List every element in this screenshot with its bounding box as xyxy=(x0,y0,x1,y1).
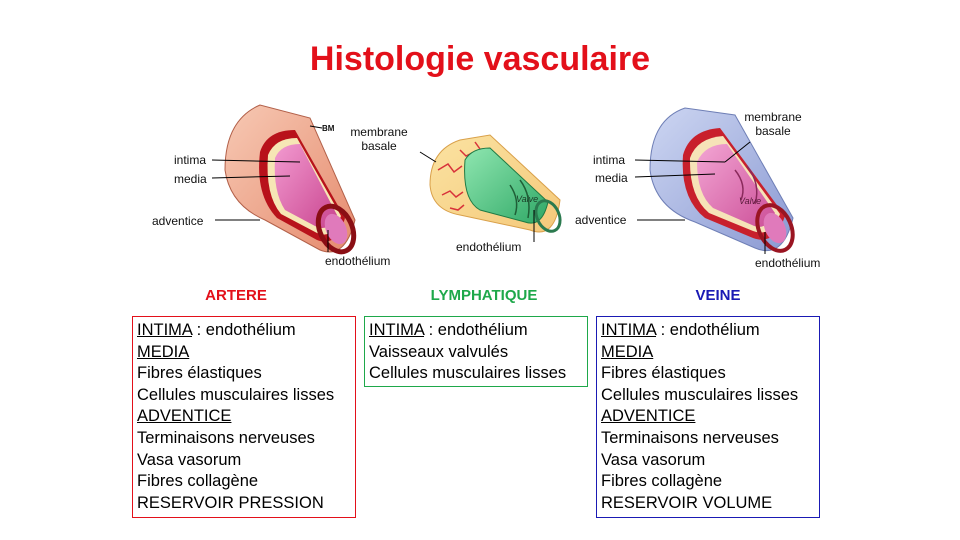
lymph-endothelium-label: endothélium xyxy=(456,240,522,254)
vein-intima-label: intima xyxy=(593,153,626,167)
vein-media-label: media xyxy=(595,171,628,185)
vein-adventice-item: Vasa vasorum xyxy=(601,450,706,469)
artery-intima-desc: : endothélium xyxy=(192,321,296,339)
artery-intima-label: intima xyxy=(174,153,207,167)
vein-info-box: INTIMA : endothélium MEDIA Fibres élasti… xyxy=(596,316,820,518)
vein-media-item: Cellules musculaires lisses xyxy=(601,385,799,404)
lymph-leader-lines xyxy=(419,151,535,242)
vein-adventice-title: ADVENTICE xyxy=(601,407,696,426)
vein-adventice-label: adventice xyxy=(575,213,627,227)
vein-membrane-line1: membrane xyxy=(744,110,802,124)
vein-adventice-item: RESERVOIR VOLUME xyxy=(601,493,773,512)
lymph-intima-line: INTIMA : endothélium xyxy=(369,320,583,342)
lymph-info-box: INTIMA : endothélium Vaisseaux valvulés … xyxy=(364,316,588,387)
page-title: Histologie vasculaire xyxy=(309,40,651,78)
artery-adventice-item: RESERVOIR PRESSION xyxy=(137,493,324,512)
vein-adventice-item: Terminaisons nerveuses xyxy=(601,428,779,447)
vein-intima-line: INTIMA : endothélium xyxy=(601,320,815,342)
artery-info-box: INTIMA : endothélium MEDIA Fibres élasti… xyxy=(132,316,356,518)
artery-adventice-item: Fibres collagène xyxy=(137,472,259,491)
artery-intima-title: INTIMA xyxy=(137,321,193,339)
lymph-item: Vaisseaux valvulés xyxy=(369,342,509,361)
lymph-membrane-line1: membrane xyxy=(350,125,408,139)
artery-endothelium-label: endothélium xyxy=(325,254,391,268)
artery-media-title: MEDIA xyxy=(137,342,190,361)
lymph-intima-title: INTIMA xyxy=(369,321,425,339)
artery-bm-label: BM xyxy=(322,124,335,133)
artery-media-label: media xyxy=(174,172,207,186)
artery-adventice-item: Vasa vasorum xyxy=(137,450,242,469)
lymphatic-illustration: Valve xyxy=(429,134,562,233)
lymph-valve-label: Valve xyxy=(516,194,538,204)
vein-valve-label: Valve xyxy=(739,196,761,206)
lymph-intima-desc: : endothélium xyxy=(424,321,528,339)
artery-media-item: Fibres élastiques xyxy=(137,364,262,383)
vein-leader-lines xyxy=(634,141,766,254)
artery-illustration xyxy=(224,104,357,255)
lymph-membrane-line2: basale xyxy=(361,139,397,153)
vein-membrane-line2: basale xyxy=(755,124,791,138)
artery-leader-lines xyxy=(211,125,329,252)
artery-intima-line: INTIMA : endothélium xyxy=(137,320,351,342)
lymph-membrane-label: membrane basale xyxy=(344,125,414,153)
artery-adventice-item: Terminaisons nerveuses xyxy=(137,428,315,447)
artery-heading: ARTERE xyxy=(205,287,267,304)
lymph-item: Cellules musculaires lisses xyxy=(369,364,567,383)
artery-media-item: Cellules musculaires lisses xyxy=(137,385,335,404)
vein-adventice-item: Fibres collagène xyxy=(601,472,723,491)
vein-heading: VEINE xyxy=(695,287,741,304)
vein-intima-title: INTIMA xyxy=(601,321,657,339)
vein-membrane-label: membrane basale xyxy=(735,110,811,138)
vein-intima-desc: : endothélium xyxy=(656,321,760,339)
vein-media-title: MEDIA xyxy=(601,342,654,361)
vein-media-item: Fibres élastiques xyxy=(601,364,726,383)
artery-adventice-title: ADVENTICE xyxy=(137,407,232,426)
lymph-heading: LYMPHATIQUE xyxy=(430,287,538,304)
vein-illustration: Valve xyxy=(649,107,795,253)
vein-endothelium-label: endothélium xyxy=(755,256,821,270)
artery-adventice-label: adventice xyxy=(152,214,204,228)
